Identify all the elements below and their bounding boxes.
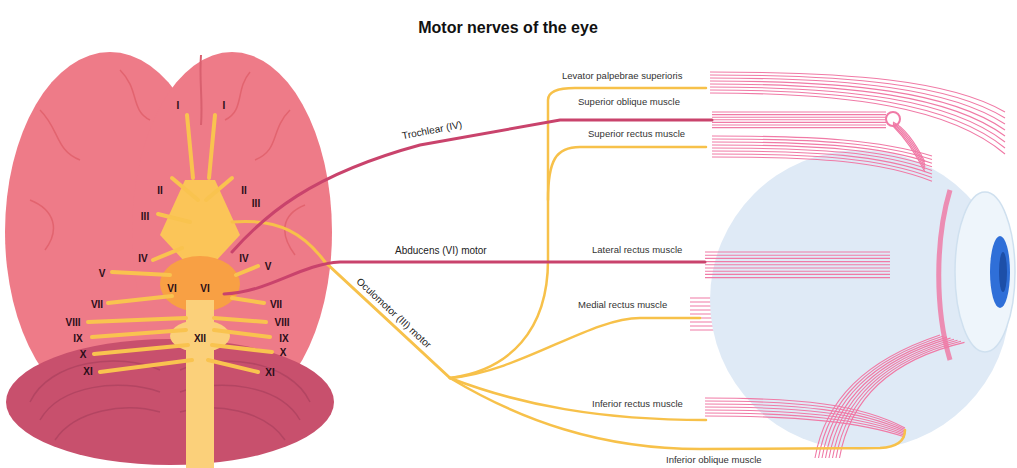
- nerve-label: Abducens (VI) motor: [395, 245, 487, 256]
- nerve-stub: [158, 214, 190, 222]
- muscle-fibre: [705, 274, 890, 275]
- muscle-fibre: [705, 267, 890, 268]
- cranial-nerve-number: XI: [83, 366, 92, 377]
- cranial-nerve-stubs: [88, 115, 272, 372]
- nerve-stub: [108, 296, 264, 303]
- muscle-fibre: [710, 84, 1005, 136]
- cranial-nerve-number: II: [157, 185, 163, 196]
- cranial-nerve-number: III: [252, 198, 260, 209]
- nerve-stub: [112, 266, 258, 275]
- muscle-fibre: [705, 258, 890, 259]
- muscle-fibre: [712, 124, 886, 125]
- title: Motor nerves of the eye: [418, 19, 598, 37]
- muscle-fibre: [712, 117, 886, 118]
- olfactory-tract: [187, 115, 215, 178]
- iris: [990, 236, 1010, 308]
- cranial-nerve-number: IV: [138, 253, 147, 264]
- muscle-label: Superior oblique muscle: [578, 97, 680, 107]
- abducens-nerve: [224, 262, 705, 294]
- oculomotor-branch: [450, 318, 700, 378]
- nerve-stub: [94, 345, 272, 354]
- pupil: [999, 252, 1007, 292]
- nerve-stub: [153, 248, 182, 260]
- muscle-label: Medial rectus muscle: [578, 300, 667, 310]
- ciliary-body: [939, 190, 950, 360]
- muscle-label: Inferior rectus muscle: [592, 399, 683, 409]
- cranial-nerve-number: I: [223, 100, 226, 111]
- fissure: [200, 55, 201, 125]
- cranial-nerve-number: V: [99, 268, 106, 279]
- cranial-nerve-number: X: [280, 347, 287, 358]
- superior-oblique: [712, 112, 886, 128]
- muscle-fibre: [705, 401, 905, 430]
- trochlear-nerve: [232, 120, 712, 252]
- lateral-rectus: [705, 252, 890, 278]
- cranial-nerve-number: IX: [279, 333, 288, 344]
- cranial-nerve-number: IV: [239, 253, 248, 264]
- muscle-fibre: [893, 126, 925, 172]
- cranial-nerve-number: VII: [91, 299, 103, 310]
- cranial-nerve-number: VI: [167, 283, 176, 294]
- cranial-nerve-number: VII: [270, 299, 282, 310]
- cranial-nerve-number: V: [265, 261, 272, 272]
- muscle-fibre: [705, 255, 890, 256]
- muscle-label: Inferior oblique muscle: [666, 455, 762, 465]
- oculomotor-branch: [548, 147, 706, 200]
- cranial-nerve-number: II: [241, 185, 247, 196]
- superior-rectus: [712, 136, 932, 181]
- oculomotor-branch: [450, 378, 905, 449]
- inferior-oblique: [815, 335, 965, 458]
- cornea: [955, 192, 1015, 352]
- inferior-rectus: [705, 398, 905, 437]
- cranial-nerve-number: X: [80, 349, 87, 360]
- muscle-fibre: [836, 341, 961, 458]
- cerebellum: [6, 339, 334, 465]
- muscle-fibre: [705, 251, 890, 252]
- brain: [5, 52, 334, 468]
- trochlea: [886, 112, 900, 126]
- cranial-nerve-number: VIII: [65, 317, 80, 328]
- muscle-fibre: [705, 277, 890, 278]
- muscle-fibre: [705, 271, 890, 272]
- muscle-fibre: [712, 127, 886, 128]
- muscle-fibre: [705, 261, 890, 262]
- muscle-fibre: [829, 339, 954, 458]
- muscle-fibre: [712, 119, 886, 120]
- muscles-on-eye: [705, 72, 1005, 458]
- muscle-label: Lateral rectus muscle: [592, 245, 682, 255]
- cranial-nerve-number: III: [141, 211, 149, 222]
- muscle-fibre: [710, 87, 1005, 142]
- midbrain: [160, 180, 240, 262]
- cerebellum-folia: [30, 361, 310, 440]
- cranial-nerve-number: I: [177, 100, 180, 111]
- cranial-nerve-number: XI: [265, 367, 274, 378]
- optic-nerve: [172, 178, 232, 200]
- muscle-fibre: [712, 114, 886, 115]
- muscle-fibre: [833, 340, 958, 458]
- cranial-nerve-number: IX: [73, 333, 82, 344]
- muscle-label: Superior rectus muscle: [588, 129, 685, 139]
- cranial-nerve-number: VIII: [274, 317, 289, 328]
- cranial-nerve-number: VI: [200, 283, 209, 294]
- muscle-fibre: [712, 111, 886, 112]
- muscle-fibre: [705, 416, 905, 437]
- nerve-stub: [100, 360, 258, 372]
- nerves: [224, 88, 905, 449]
- muscle-label: Levator palpebrae superioris: [562, 71, 682, 81]
- nerve-stub: [92, 330, 270, 337]
- cranial-nerve-number: XII: [194, 333, 206, 344]
- nerve-stub: [88, 318, 266, 322]
- muscle-fibre: [712, 122, 886, 123]
- muscle-fibre: [712, 157, 932, 181]
- muscle-fibre: [705, 264, 890, 265]
- nerve-label: Oculomotor (III) motor: [354, 276, 433, 351]
